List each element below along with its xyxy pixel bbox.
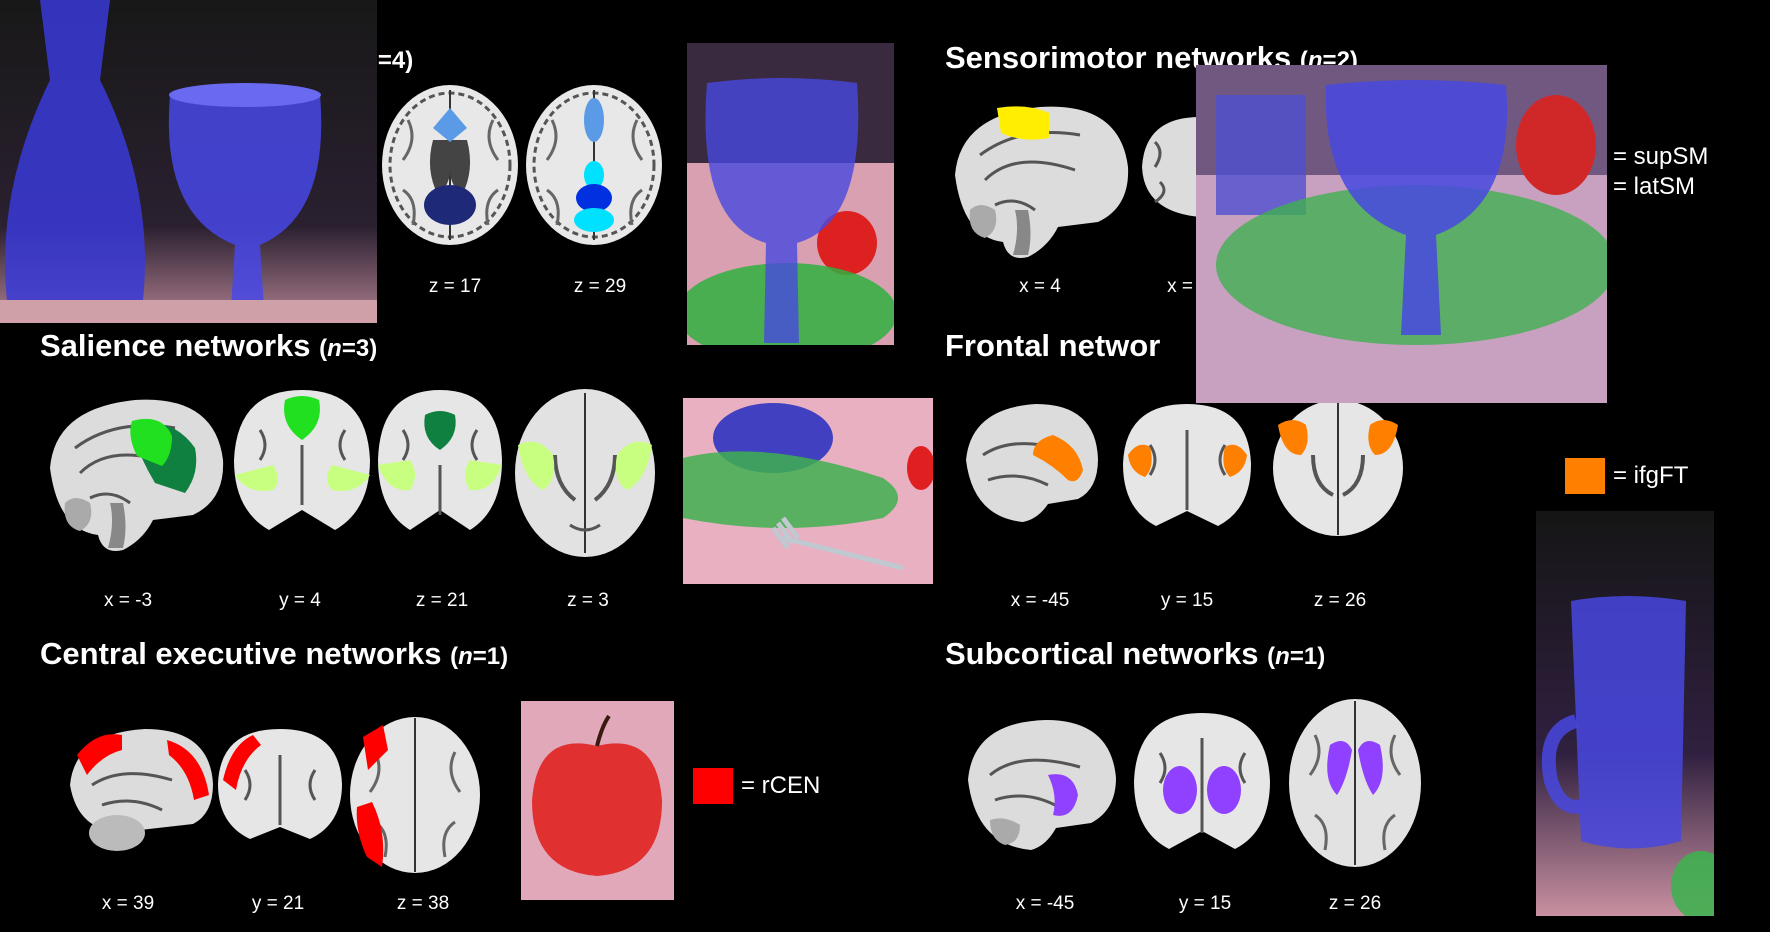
coord-label: x = 39: [101, 893, 155, 914]
coord-label: z = 29: [573, 276, 627, 297]
coord-label: y = 15: [1160, 590, 1214, 611]
legend-swatch-ifgft: [1565, 458, 1605, 494]
brain-sensorimotor-partial: [1142, 117, 1200, 217]
overlay-image-table-fork: [683, 398, 933, 584]
brain-coronal-subcortical-y15: [1134, 713, 1270, 849]
overlay-image-apple: [521, 701, 674, 900]
section-title-frontal: Frontal networ: [945, 328, 1161, 363]
coord-label: x = -45: [1010, 590, 1070, 611]
coord-label: x = 4: [1019, 276, 1061, 297]
coord-label: z = 38: [396, 893, 450, 914]
coord-label: z = 17: [428, 276, 482, 297]
coord-label: x = -3: [103, 590, 153, 611]
coord-label: z = 26: [1328, 893, 1382, 914]
brain-sagittal-salience-x-3: [50, 399, 224, 551]
overlay-image-glass-plate: [1196, 65, 1607, 403]
coord-label: y = 21: [251, 893, 305, 914]
brain-sagittal-subcortical-x-45: [968, 720, 1116, 850]
legend-ifgft: = ifgFT: [1565, 458, 1688, 494]
overlay-image-wineglass-apple: [687, 43, 894, 345]
brain-axial-salience-z3: [515, 389, 655, 557]
legend-latsm: = latSM: [1613, 173, 1696, 200]
brain-coronal-salience-z21: [378, 390, 502, 530]
brain-sagittal-sensorimotor-x4: [955, 106, 1129, 259]
legend-rcen: = rCEN: [693, 768, 820, 804]
brain-coronal-frontal-y15: [1123, 404, 1251, 526]
coord-label: z = 26: [1313, 590, 1367, 611]
brain-axial-frontal-z26: [1273, 400, 1403, 536]
coord-label: x =: [1167, 276, 1193, 297]
legend-supsm: = supSM: [1613, 143, 1709, 170]
section-title-cen: Central executive networks (n=1): [40, 636, 509, 671]
brain-axial-cen-z38: [350, 717, 480, 873]
section-title-salience: Salience networks (n=3): [40, 328, 378, 363]
section-title-subcortical: Subcortical networks (n=1): [945, 636, 1326, 671]
overlay-image-vase-glass: [0, 0, 377, 323]
coord-label: z = 3: [567, 590, 609, 611]
brain-axial-dmn-z17: [382, 85, 518, 245]
brain-axial-dmn-z29: [526, 85, 662, 245]
coord-label: z = 21: [415, 590, 469, 611]
brain-sagittal-frontal-x-45: [966, 404, 1098, 522]
coord-label: y = 4: [279, 590, 321, 611]
coord-label: x = -45: [1015, 893, 1075, 914]
overlay-image-mug: [1536, 511, 1714, 916]
brain-axial-subcortical-z26: [1289, 699, 1421, 867]
brain-coronal-cen-y21: [218, 729, 342, 839]
legend-swatch-rcen: [693, 768, 733, 804]
brain-coronal-salience-y4: [234, 390, 370, 530]
coord-label: y = 15: [1178, 893, 1232, 914]
brain-sagittal-cen-x39: [70, 729, 213, 851]
